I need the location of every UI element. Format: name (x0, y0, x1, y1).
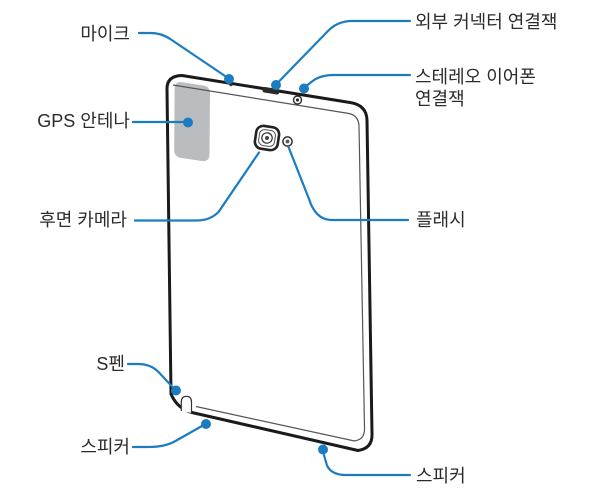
device-back-outline (165, 74, 374, 452)
callout-dot-microphone (224, 74, 234, 84)
label-microphone: 마이크 (80, 24, 130, 44)
label-stereo-earphone-jack-line2: 연결잭 (415, 89, 465, 109)
label-stereo-earphone-jack-line1: 스테레오 이어폰 (415, 67, 536, 87)
s-pen-cap-shape (180, 395, 193, 413)
callout-dot-speaker-left (201, 419, 211, 429)
callout-line-microphone (137, 31, 230, 80)
callout-dot-earphone-jack (299, 83, 309, 94)
callout-line-s-pen (126, 362, 175, 389)
callout-line-external-connector (276, 19, 412, 85)
callout-line-speaker-left (131, 424, 204, 449)
label-rear-camera: 후면 카메라 (39, 210, 127, 230)
label-stereo-earphone-jack: 스테레오 이어폰 연결잭 (415, 66, 536, 110)
label-gps-antenna: GPS 안테나 (37, 111, 130, 131)
rear-camera-shape (253, 124, 281, 152)
callout-line-earphone-jack (304, 73, 412, 88)
callout-dot-gps-antenna (183, 117, 193, 128)
label-speaker-bottom-left: 스피커 (80, 437, 130, 457)
callout-line-rear-camera (133, 151, 261, 222)
label-speaker-bottom-right: 스피커 (416, 466, 466, 486)
callout-line-flash (287, 145, 410, 222)
callout-line-speaker-right (322, 453, 412, 477)
label-external-connector-jack: 외부 커넥터 연결잭 (415, 12, 558, 32)
device-inner-edge-line (172, 84, 366, 442)
flash-shape (282, 136, 293, 147)
label-flash: 플래시 (416, 210, 466, 230)
label-s-pen: S펜 (96, 354, 125, 374)
callout-dot-s-pen (171, 385, 181, 396)
callout-dot-external-connector (271, 80, 281, 90)
callout-dot-speaker-right (318, 444, 328, 455)
earphone-jack-hole (295, 98, 300, 102)
